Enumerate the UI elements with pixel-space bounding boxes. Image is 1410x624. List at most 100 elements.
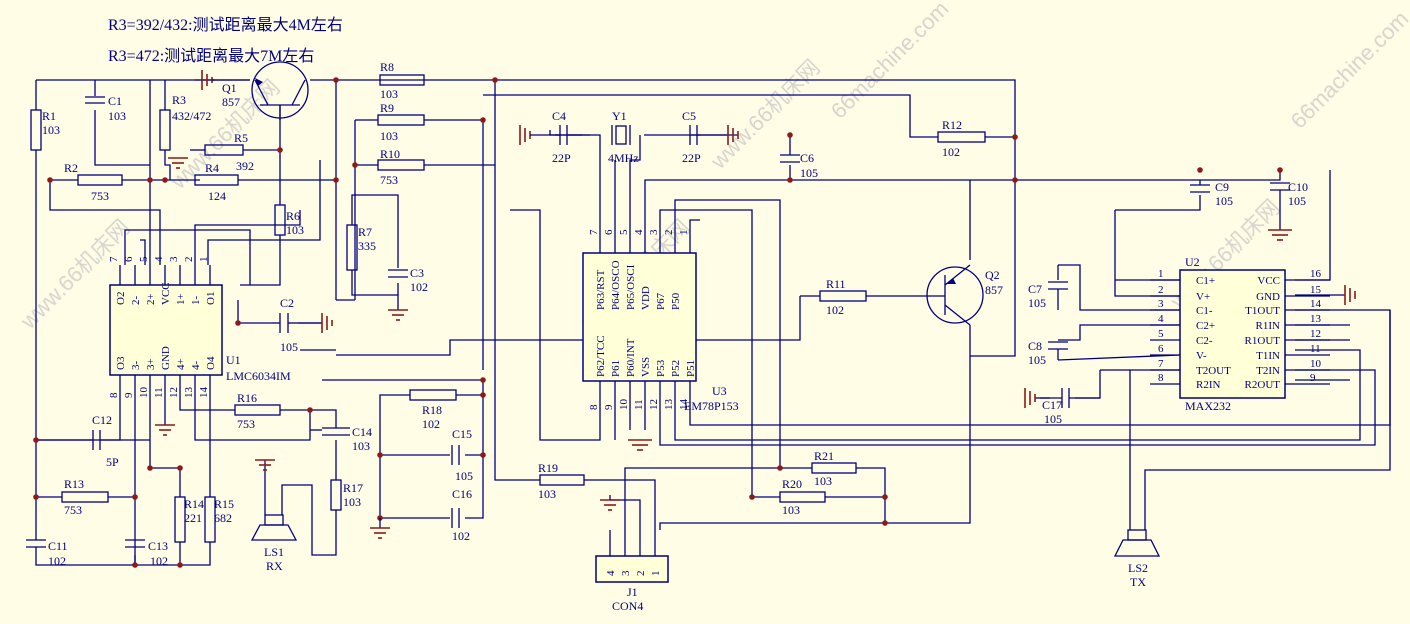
u3-ref: U3 [712,384,727,398]
u2-pin-number: 16 [1310,268,1322,280]
u1-ref: U1 [226,353,241,367]
r17-ref: R17 [343,481,363,495]
c3-value: 102 [410,280,428,294]
u3-pin-number: 13 [663,399,675,411]
r3-ref: R3 [172,93,186,107]
resistor-r7: R7 335 [346,224,376,271]
capacitor-c17: C17 105 [1040,388,1100,426]
u2-pin-name: C2- [1196,335,1213,347]
u3-value: EM78P153 [684,399,739,413]
capacitor-c5: C5 22P [682,109,701,165]
j1-pin-number: 3 [620,570,632,576]
u1-pin-number: 8 [108,392,120,398]
c6-value: 105 [800,166,818,180]
u3-pin-number: 10 [618,399,630,411]
transistor-q2: Q2 857 [925,264,1003,326]
r8-ref: R8 [380,60,394,74]
u2-pin-name: C1+ [1196,275,1215,287]
u3-pin-number: 1 [678,230,690,236]
r5-value: 392 [236,159,254,173]
r15-value: 682 [214,511,232,525]
r21-value: 103 [814,474,832,488]
c1-value: 103 [108,109,126,123]
resistor-r17: R17 103 [330,479,363,511]
resistor-r3: R3 432/472 [159,93,211,151]
u1-pin-name: GND [160,346,172,370]
c7-ref: C7 [1028,282,1042,296]
resistor-r1: R1 103 [30,109,60,151]
j1-pin-number: 2 [635,571,647,577]
u1-pin-number: 6 [123,256,135,262]
ls2-ref: LS2 [1128,561,1148,575]
ground-icon [1268,229,1292,241]
c10-ref: C10 [1288,180,1308,194]
c1-ref: C1 [108,94,122,108]
u2-pin-name: R2OUT [1245,379,1281,391]
u3-pin-name: P60/INT [625,338,637,377]
ground-icon [255,459,275,471]
u3-bottom-pins: 8P62/TCC9P6110P60/INT11VSS12P5313P5214P5… [588,335,697,410]
j1-pin-number: 1 [650,571,662,577]
r19-value: 103 [538,487,556,501]
u2-pin-number: 10 [1310,358,1322,370]
r9-ref: R9 [380,101,394,115]
u1-pin-number: 3 [168,256,180,262]
u2-pin-name: V+ [1196,291,1210,303]
u2-pin-number: 9 [1310,372,1316,384]
capacitor-c10: C10 105 [1270,180,1308,208]
r13-value: 753 [64,503,82,517]
c2-ref: C2 [280,296,294,310]
u2-pin-name: T2IN [1256,365,1280,377]
watermark-text: 66machine.com [1286,6,1410,134]
u3-pin-name: P67 [655,292,667,310]
capacitor-c9: C9 105 [1190,180,1233,208]
r1-ref: R1 [42,109,56,123]
r10-ref: R10 [380,147,400,161]
y1-value: 4MHz [608,151,639,165]
capacitor-c6: C6 105 [780,151,818,180]
u3-pin-number: 12 [648,399,660,410]
resistor-r11: R11 102 [819,277,867,317]
u2-pin-name: V- [1196,350,1207,362]
u2-pin-number: 8 [1158,372,1164,384]
u3-pin-name: P53 [655,359,667,377]
resistor-r2: R2 753 [64,161,123,203]
u3-pin-name: VDD [640,286,652,310]
c9-value: 105 [1215,194,1233,208]
r20-value: 103 [782,503,800,517]
r14-ref: R14 [184,497,204,511]
u1-pin-name: 4+ [175,358,187,370]
u1-pin-name: VCC [160,282,172,305]
resistor-r15: R15 682 [204,496,234,543]
u2-pin-number: 4 [1158,313,1164,325]
u3-pin-name: P63/RST [595,269,607,310]
u3-pin-number: 9 [603,404,615,410]
u1-pin-number: 4 [153,256,165,262]
u3-pin-number: 6 [603,229,615,235]
capacitor-c16: C16 102 [451,487,472,543]
r10-value: 753 [380,173,398,187]
resistor-r12: R12 102 [937,118,986,159]
ground-icon [1024,388,1036,408]
c5-value: 22P [682,151,701,165]
r4-ref: R4 [205,161,219,175]
c2-value: 105 [280,340,298,354]
u3-pin-name: P61 [610,360,622,377]
u1-pin-name: O2 [115,292,127,305]
u1-pin-name: O3 [115,356,127,370]
capacitor-c8: C8 105 [1028,339,1068,367]
crystal-y1: Y1 4MHz [608,109,639,165]
c4-value: 22P [552,151,571,165]
ground-icon [298,313,333,333]
resistor-r18: R18 102 [409,389,457,431]
u2-pin-number: 15 [1310,284,1322,296]
u1-pin-number: 7 [108,256,120,262]
r3-value: 432/472 [172,109,211,123]
u2-pin-number: 6 [1158,343,1164,355]
ground-icon [697,125,739,145]
q1-ref: Q1 [222,81,237,95]
